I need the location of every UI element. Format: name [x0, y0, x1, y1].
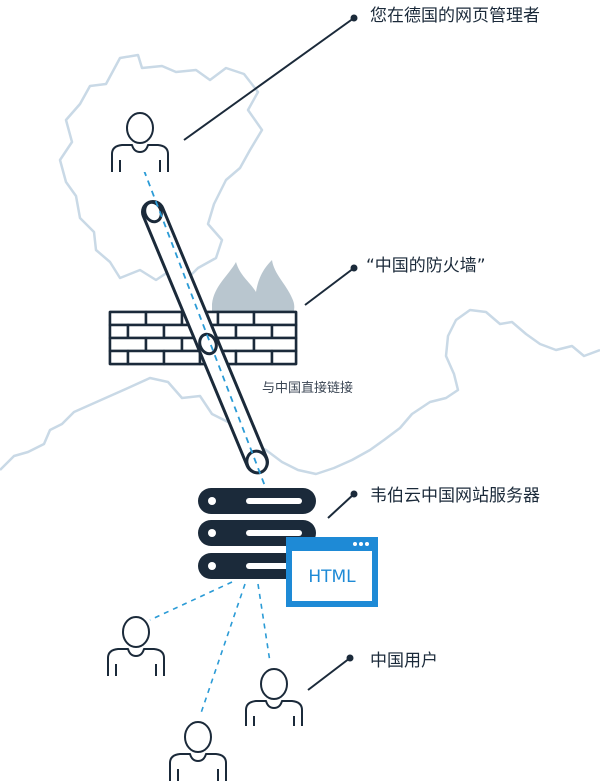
germany-map-outline — [58, 53, 264, 282]
html-badge-text: HTML — [308, 567, 356, 587]
admin-germany-label: 您在德国的网页管理者 — [370, 6, 540, 26]
person-icon — [169, 721, 227, 781]
user-dashed-links — [149, 581, 271, 717]
person-icon — [111, 112, 169, 172]
person-icon — [107, 616, 165, 676]
firewall-label: “中国的防火墙” — [366, 256, 486, 276]
callout-lines — [183, 14, 358, 691]
person-icon — [245, 668, 303, 726]
html-window-icon: HTML — [286, 537, 378, 607]
tunnel-dashed-link — [139, 159, 269, 495]
china-border-outline — [0, 308, 600, 476]
direct-link-tube — [139, 159, 269, 495]
flame-icon — [212, 260, 295, 316]
server-label: 韦伯云中国网站服务器 — [370, 486, 540, 506]
china-users-label: 中国用户 — [370, 651, 438, 671]
direct-link-label: 与中国直接链接 — [262, 381, 354, 396]
